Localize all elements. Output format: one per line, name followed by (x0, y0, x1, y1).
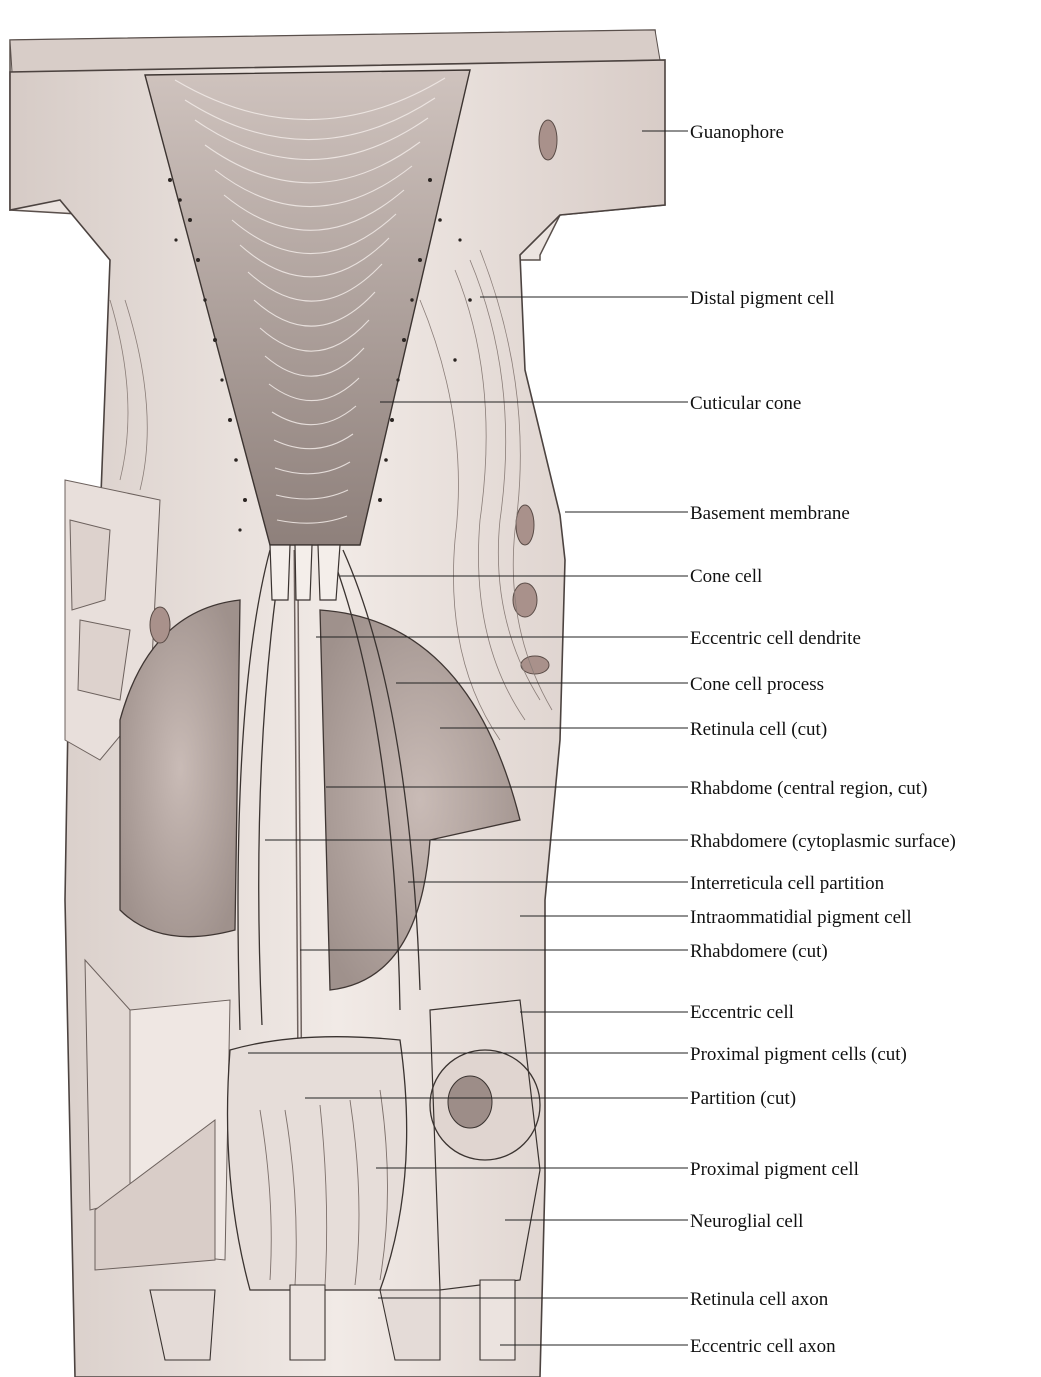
label-interreticula-cell-partition: Interreticula cell partition (690, 873, 885, 894)
label-eccentric-cell-axon: Eccentric cell axon (690, 1336, 836, 1357)
label-guanophore: Guanophore (690, 122, 784, 143)
cone-cells (270, 545, 340, 600)
label-retinula-cell-axon: Retinula cell axon (690, 1289, 829, 1310)
label-rhabdome-central-region-cut: Rhabdome (central region, cut) (690, 778, 927, 799)
label-intraommatidial-pigment-cell: Intraommatidial pigment cell (690, 907, 912, 928)
label-cuticular-cone: Cuticular cone (690, 393, 801, 414)
label-eccentric-cell-dendrite: Eccentric cell dendrite (690, 628, 861, 649)
label-rhabdomere-cytoplasmic-surface: Rhabdomere (cytoplasmic surface) (690, 831, 956, 852)
label-partition-cut: Partition (cut) (690, 1088, 796, 1109)
label-rhabdomere-cut: Rhabdomere (cut) (690, 941, 828, 962)
labels: Guanophore Distal pigment cell Cuticular… (690, 122, 956, 1357)
label-eccentric-cell: Eccentric cell (690, 1002, 794, 1023)
label-basement-membrane: Basement membrane (690, 503, 850, 524)
label-proximal-pigment-cell: Proximal pigment cell (690, 1159, 859, 1180)
label-cone-cell-process: Cone cell process (690, 674, 824, 695)
label-proximal-pigment-cells-cut: Proximal pigment cells (cut) (690, 1044, 907, 1065)
label-neuroglial-cell: Neuroglial cell (690, 1211, 803, 1232)
label-distal-pigment-cell: Distal pigment cell (690, 288, 835, 309)
label-cone-cell: Cone cell (690, 566, 762, 587)
label-retinula-cell-cut: Retinula cell (cut) (690, 719, 827, 740)
